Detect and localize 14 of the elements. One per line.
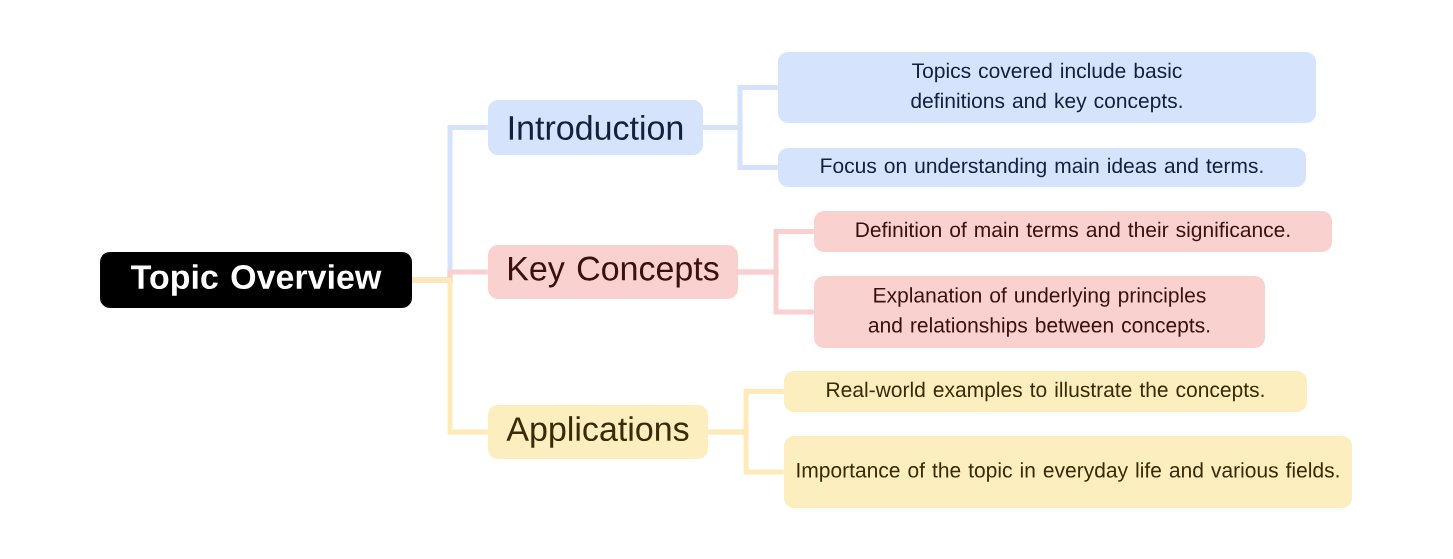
- connector: [738, 269, 814, 315]
- connector: [703, 125, 778, 170]
- leaf-box: Definition of main terms and their significance.: [814, 211, 1332, 252]
- leaf-box: Explanation of underlying principles and relationships between concepts.: [814, 276, 1265, 348]
- root-box: Topic Overview: [100, 252, 412, 308]
- branch-box: Applications: [488, 405, 708, 459]
- leaf-box: Importance of the topic in everyday life and various fields.: [784, 436, 1352, 508]
- leaf-box: Topics covered include basic definitions and key concepts.: [778, 52, 1316, 123]
- leaf-box: Real-world examples to illustrate the concepts.: [784, 371, 1307, 412]
- connector: [708, 429, 784, 475]
- branch-box: Introduction: [488, 100, 703, 155]
- leaf-box: Focus on understanding main ideas and terms.: [778, 148, 1306, 187]
- connector: [412, 277, 488, 435]
- branch-box: Key Concepts: [488, 245, 738, 299]
